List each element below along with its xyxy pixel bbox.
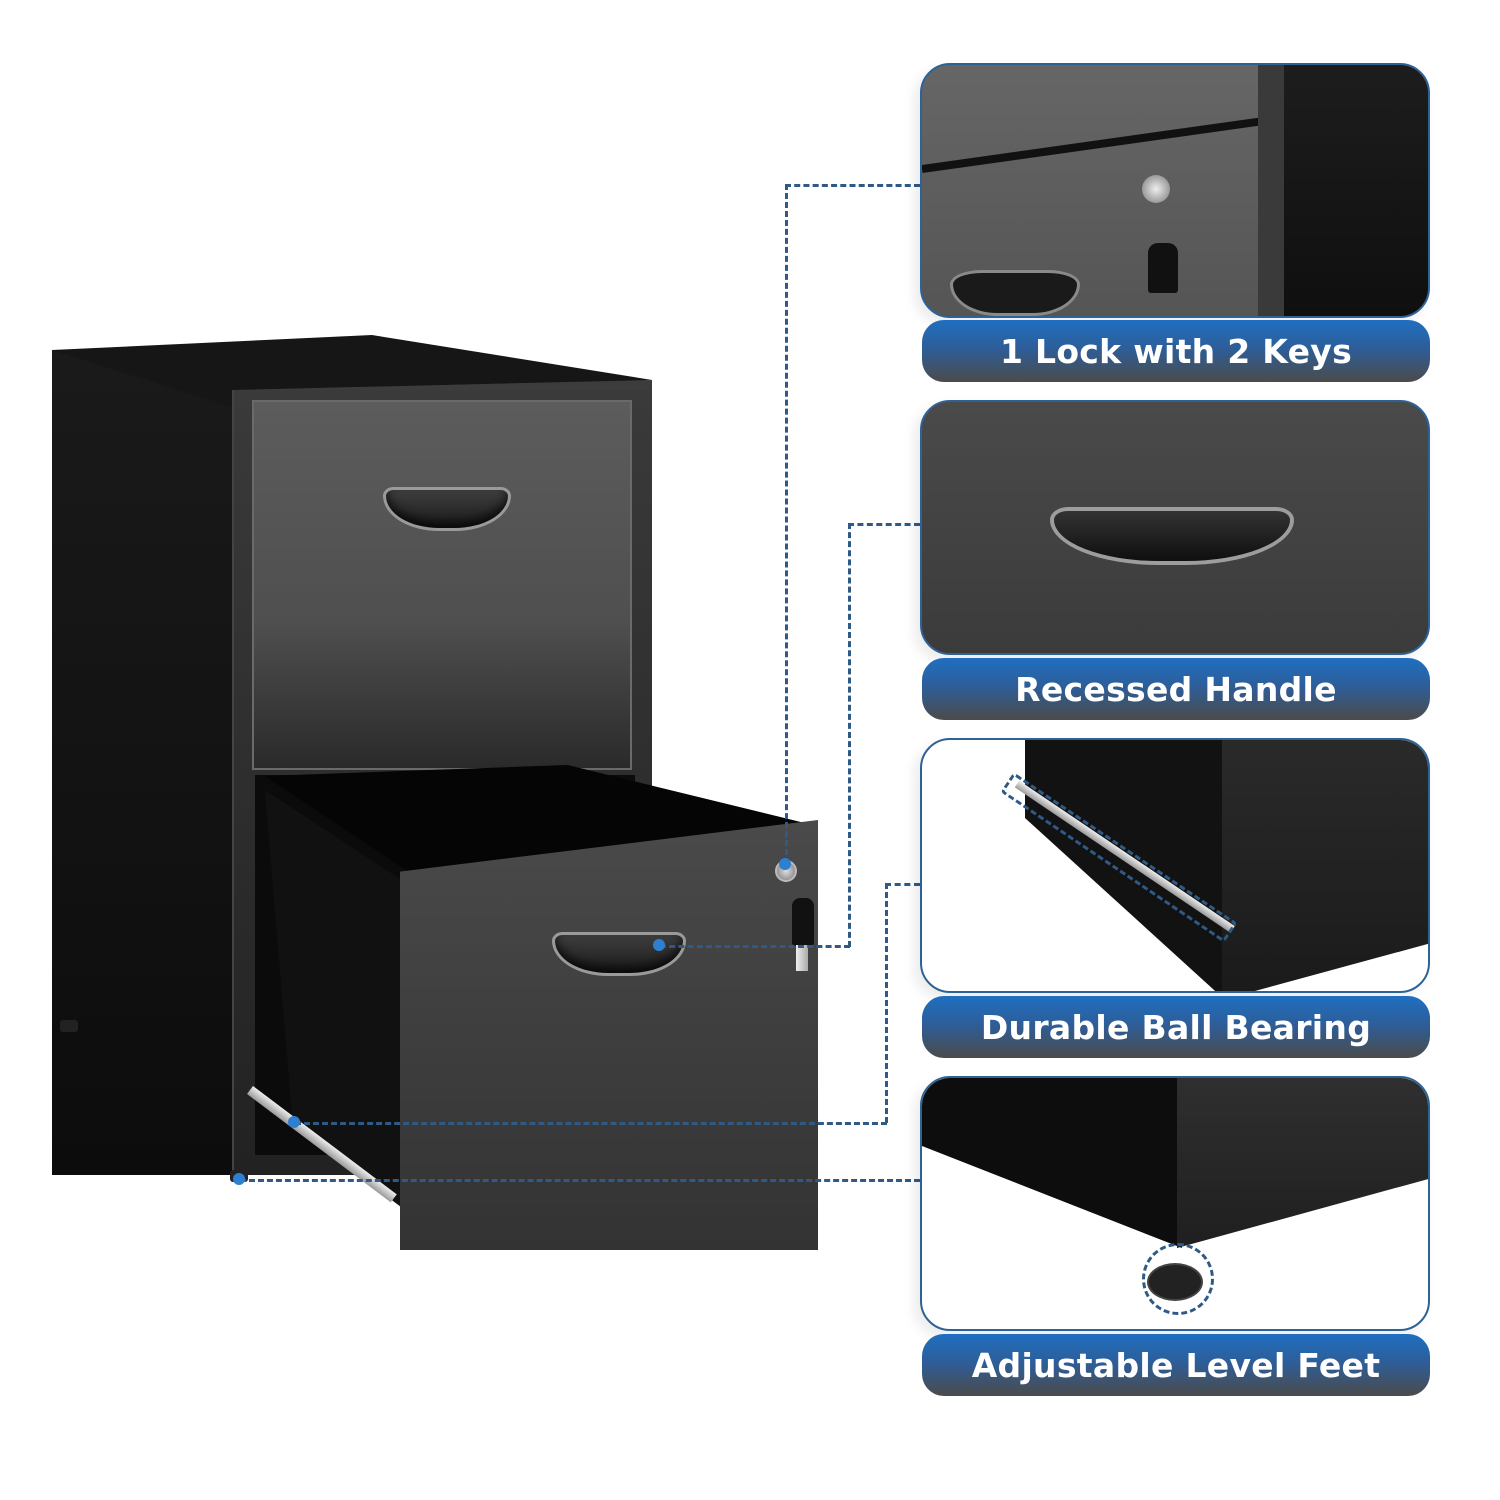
key-icon — [1148, 243, 1178, 293]
callout-line-handle — [848, 523, 920, 526]
bottom-drawer-front — [400, 820, 818, 1250]
callout-highlight-circle — [1142, 1243, 1214, 1315]
top-drawer — [252, 400, 632, 770]
feature-image-feet — [920, 1076, 1430, 1331]
recessed-handle-icon — [1050, 507, 1294, 565]
callout-line-bearing — [295, 1122, 887, 1125]
callout-dot-feet — [233, 1173, 245, 1185]
feature-image-bearing — [920, 738, 1430, 993]
feature-label-feet: Adjustable Level Feet — [922, 1334, 1430, 1396]
callout-dot-bearing — [288, 1116, 300, 1128]
feature-label-lock: 1 Lock with 2 Keys — [922, 320, 1430, 382]
callout-line-handle — [660, 945, 850, 948]
feature-label-handle: Recessed Handle — [922, 658, 1430, 720]
feature-image-handle — [920, 400, 1430, 655]
leveling-foot — [60, 1020, 78, 1032]
callout-dot-lock — [779, 858, 791, 870]
callout-dot-handle — [653, 939, 665, 951]
callout-line-bearing — [885, 883, 920, 886]
callout-line-handle — [848, 523, 851, 947]
key-blade — [796, 945, 808, 971]
feature-image-lock — [920, 63, 1430, 318]
callout-line-bearing — [885, 883, 888, 1123]
lock-cylinder-icon — [1142, 175, 1170, 203]
callout-line-lock — [785, 184, 920, 187]
key-icon — [792, 898, 814, 946]
cabinet-side-panel — [52, 350, 237, 1175]
feature-label-bearing: Durable Ball Bearing — [922, 996, 1430, 1058]
handle-icon — [950, 270, 1080, 316]
callout-line-feet — [240, 1179, 920, 1182]
callout-line-lock — [785, 184, 788, 864]
